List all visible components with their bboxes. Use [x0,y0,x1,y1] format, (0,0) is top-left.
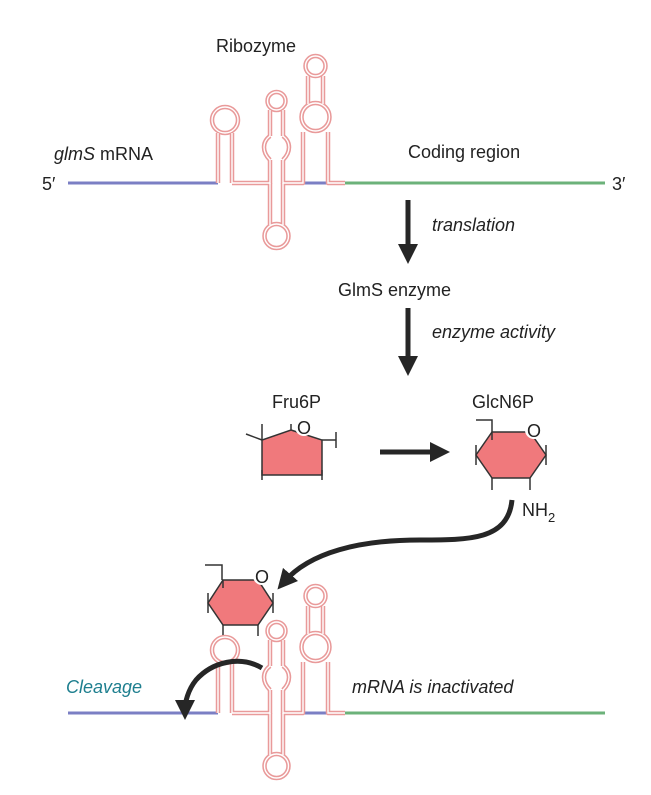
mrna-word: mRNA [95,144,153,164]
mrna-inactivated-label: mRNA is inactivated [352,677,514,697]
glms-enzyme-label: GlmS enzyme [338,280,451,300]
three-prime-label: 3′ [612,174,626,194]
fru6p-ring: O [245,418,337,480]
ribozyme-label: Ribozyme [216,36,296,56]
cleavage-label: Cleavage [66,677,142,697]
enzyme-activity-label: enzyme activity [432,322,556,342]
glcn6p-ring-oxygen: O [527,421,541,441]
amine-subscript: 2 [548,510,555,525]
top-mrna [68,56,605,248]
bound-ring-oxygen: O [255,567,269,587]
cleavage-arrow [175,658,264,720]
ribozyme-structure [212,56,345,248]
nh2-amine-label: NH2 [522,500,555,525]
amine-nitrogen: NH [522,500,548,520]
bottom-mrna [68,586,605,778]
fru6p-label: Fru6P [272,392,321,412]
glcn6p-ring: O [475,419,547,490]
coding-region-label: Coding region [408,142,520,162]
glms-gene-name: glmS [54,144,95,164]
glms-mrna-label: glmS mRNA [54,144,153,164]
translation-label: translation [432,215,515,235]
five-prime-label: 5′ [42,174,56,194]
fru6p-ring-oxygen: O [297,418,311,438]
bound-glcn6p-ring: O [205,564,274,636]
binding-curved-arrow [277,499,515,590]
glcn6p-label: GlcN6P [472,392,534,412]
